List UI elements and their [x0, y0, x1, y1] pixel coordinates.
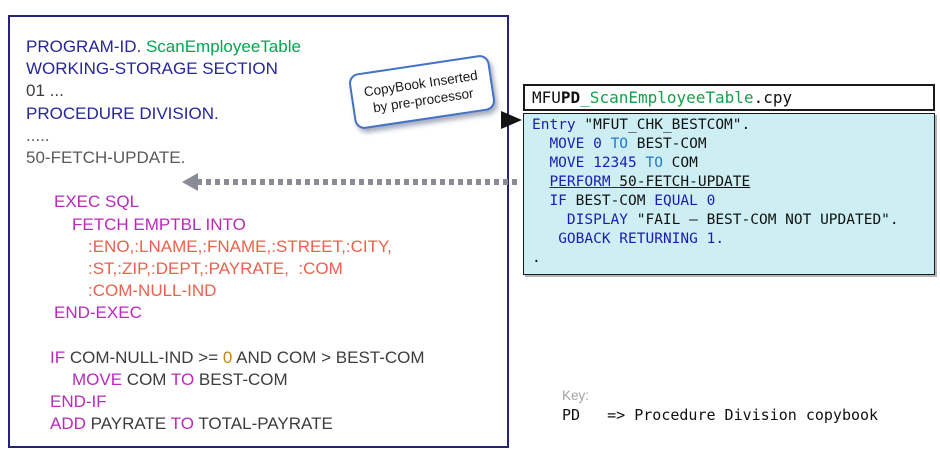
insertion-point-arrowhead-icon — [501, 111, 522, 129]
code-line: :ENO,:LNAME,:FNAME,:STREET,:CITY, — [26, 236, 507, 258]
code-line: END-IF — [26, 391, 507, 413]
code-segment: PD — [560, 88, 581, 107]
code-segment: TOTAL-PAYRATE — [193, 414, 333, 434]
code-line: PROGRAM-ID. ScanEmployeeTable — [26, 36, 507, 58]
code-segment: WORKING-STORAGE SECTION — [26, 59, 278, 79]
code-segment: FETCH EMPTBL INTO — [72, 214, 246, 234]
code-segment: . — [532, 250, 541, 266]
code-segment: TO — [170, 370, 195, 390]
code-segment: END-EXEC — [54, 303, 142, 323]
code-segment: GOBACK RETURNING 1. — [558, 231, 725, 247]
code-line: ..... — [26, 125, 507, 147]
code-segment: :COM-NULL-IND — [88, 281, 217, 301]
code-segment: :ST,:ZIP,:DEPT,:PAYRATE, :COM — [88, 259, 343, 279]
code-segment: COM — [662, 155, 698, 171]
code-line: DISPLAY "FAIL – BEST-COM NOT UPDATED". — [532, 211, 934, 230]
perform-flow-arrowhead-icon — [182, 173, 198, 191]
legend-entry: PD => Procedure Division copybook — [562, 406, 879, 424]
code-segment: COM-NULL-IND >= — [65, 347, 223, 367]
code-line: MOVE COM TO BEST-COM — [26, 369, 507, 391]
code-line: IF COM-NULL-IND >= 0 AND COM > BEST-COM — [26, 347, 507, 369]
code-line: PROCEDURE DIVISION. — [26, 103, 507, 125]
perform-flow-arrow-line — [197, 179, 521, 185]
code-segment: EXEC SQL — [54, 192, 140, 212]
code-segment: TO — [645, 155, 663, 171]
code-segment: AND COM > BEST-COM — [232, 347, 425, 367]
code-segment: IF — [50, 347, 66, 367]
code-segment: MOVE — [72, 370, 123, 390]
code-line: GOBACK RETURNING 1. — [532, 230, 934, 249]
code-line: EXEC SQL — [26, 191, 507, 213]
code-line: :ST,:ZIP,:DEPT,:PAYRATE, :COM — [26, 258, 507, 280]
code-segment: MOVE 0 — [549, 136, 611, 152]
code-segment: PERFORM — [549, 174, 620, 190]
code-segment: :ENO,:LNAME,:FNAME,:STREET,:CITY, — [88, 236, 392, 256]
code-segment: EQUAL 0 — [654, 193, 716, 209]
code-segment: "MFUT_CHK_BESTCOM". — [575, 117, 751, 133]
code-segment: END-IF — [50, 392, 107, 412]
code-line: 50-FETCH-UPDATE. — [26, 147, 507, 169]
code-segment: Entry — [532, 117, 576, 133]
code-line: IF BEST-COM EQUAL 0 — [532, 192, 934, 211]
code-segment: 50-FETCH-UPDATE — [619, 174, 751, 190]
code-segment: PROCEDURE DIVISION. — [26, 103, 219, 123]
code-line: ADD PAYRATE TO TOTAL-PAYRATE — [26, 413, 507, 435]
code-segment: PROGRAM-ID. — [26, 37, 146, 56]
code-line: :COM-NULL-IND — [26, 280, 507, 302]
code-line: END-EXEC — [26, 302, 507, 324]
code-line: Entry "MFUT_CHK_BESTCOM". — [532, 116, 934, 135]
code-segment: ADD — [50, 414, 86, 434]
code-segment: PAYRATE — [85, 414, 171, 434]
code-segment: .cpy — [753, 88, 793, 107]
code-line: . — [532, 249, 934, 268]
code-segment: TO — [170, 414, 194, 434]
copybook-code-panel: Entry "MFUT_CHK_BESTCOM".MOVE 0 TO BEST-… — [523, 113, 935, 275]
code-segment: DISPLAY — [566, 212, 629, 228]
code-segment: IF — [549, 193, 567, 209]
code-line: WORKING-STORAGE SECTION — [26, 58, 507, 80]
code-line: PERFORM 50-FETCH-UPDATE — [532, 173, 934, 192]
code-segment: _ScanEmployeeTable — [580, 88, 754, 107]
code-segment: MOVE 12345 — [549, 155, 646, 171]
code-segment: COM — [122, 370, 171, 390]
legend-label: Key: — [562, 388, 590, 403]
code-segment: MFU — [532, 88, 561, 107]
code-segment: "FAIL – BEST-COM NOT UPDATED". — [628, 212, 899, 228]
code-segment: 01 ... — [26, 81, 64, 101]
code-line: MOVE 12345 TO COM — [532, 154, 934, 173]
code-segment: BEST-COM — [194, 370, 288, 390]
code-segment: 0 — [222, 347, 233, 367]
code-line: 01 ... — [26, 80, 507, 102]
code-segment: TO — [610, 136, 629, 152]
code-line: FETCH EMPTBL INTO — [26, 214, 507, 236]
code-segment: BEST-COM — [628, 136, 707, 152]
code-line: MOVE 0 TO BEST-COM — [532, 135, 934, 154]
code-segment: ..... — [26, 125, 50, 145]
code-segment: 50-FETCH-UPDATE. — [26, 148, 186, 168]
legend: Key: PD => Procedure Division copybook — [562, 388, 878, 424]
code-line — [26, 325, 507, 347]
code-segment: ScanEmployeeTable — [145, 37, 301, 56]
code-segment: BEST-COM — [566, 193, 655, 209]
